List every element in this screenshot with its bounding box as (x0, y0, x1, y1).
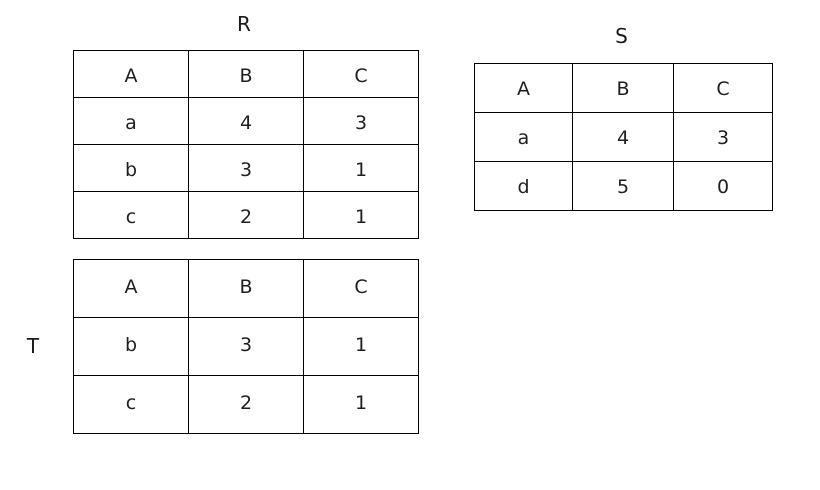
header-label-b: B (616, 78, 630, 100)
data-cell: 4 (188, 97, 304, 145)
data-cell: 1 (303, 317, 419, 376)
data-cell: 2 (188, 191, 304, 239)
header-cell-c: C (303, 50, 419, 98)
data-cell: c (73, 375, 189, 434)
table-row: b 3 1 (73, 144, 419, 192)
cell-value: a (125, 112, 137, 134)
header-cell-a: A (474, 63, 573, 113)
header-label-a: A (124, 276, 138, 298)
header-label-a: A (517, 78, 530, 100)
table-row: c 2 1 (73, 375, 419, 434)
table-row: a 4 3 (474, 112, 773, 162)
cell-value: 1 (354, 206, 368, 228)
header-cell-c: C (303, 259, 419, 318)
data-cell: 5 (572, 161, 674, 211)
table-header-row: A B C (73, 259, 419, 318)
cell-value: c (125, 392, 137, 414)
cell-value: c (125, 206, 137, 228)
data-cell: b (73, 144, 189, 192)
data-cell: b (73, 317, 189, 376)
data-cell: 0 (673, 161, 773, 211)
cell-value: 2 (239, 206, 253, 228)
table-row: d 5 0 (474, 161, 773, 211)
cell-value: b (124, 334, 138, 356)
data-cell: a (474, 112, 573, 162)
header-cell-b: B (188, 259, 304, 318)
cell-value: 3 (239, 334, 253, 356)
cell-value: 4 (239, 112, 253, 134)
cell-value: d (517, 176, 530, 198)
table-caption-s: S (615, 24, 628, 48)
data-cell: 3 (673, 112, 773, 162)
header-cell-a: A (73, 259, 189, 318)
table-row: a 4 3 (73, 97, 419, 145)
data-cell: 1 (303, 375, 419, 434)
data-cell: a (73, 97, 189, 145)
cell-value: 1 (354, 334, 368, 356)
header-label-a: A (124, 65, 138, 87)
data-cell: 2 (188, 375, 304, 434)
cell-value: 3 (239, 159, 253, 181)
cell-value: a (517, 127, 530, 149)
data-cell: 1 (303, 144, 419, 192)
header-label-c: C (354, 276, 368, 298)
data-cell: 4 (572, 112, 674, 162)
cell-value: 4 (616, 127, 630, 149)
data-cell: 3 (188, 144, 304, 192)
header-cell-b: B (572, 63, 674, 113)
data-cell: 3 (303, 97, 419, 145)
cell-value: 3 (716, 127, 730, 149)
header-label-b: B (239, 65, 253, 87)
data-cell: 3 (188, 317, 304, 376)
header-label-b: B (239, 276, 253, 298)
data-cell: 1 (303, 191, 419, 239)
table-row: b 3 1 (73, 317, 419, 376)
table-caption-t: T (26, 334, 40, 358)
table-caption-r: R (237, 12, 251, 36)
cell-value: 1 (354, 392, 368, 414)
cell-value: 5 (616, 176, 630, 198)
cell-value: b (124, 159, 138, 181)
relation-table-t: A B C b 3 1 c 2 1 (73, 259, 419, 434)
cell-value: 2 (239, 392, 253, 414)
table-header-row: A B C (73, 50, 419, 98)
table-row: c 2 1 (73, 191, 419, 239)
header-label-c: C (716, 78, 730, 100)
table-header-row: A B C (474, 63, 773, 113)
relation-table-r: A B C a 4 3 b 3 1 c 2 1 (73, 50, 419, 239)
data-cell: c (73, 191, 189, 239)
header-label-c: C (354, 65, 368, 87)
relation-table-s: A B C a 4 3 d 5 0 (474, 63, 773, 211)
data-cell: d (474, 161, 573, 211)
header-cell-b: B (188, 50, 304, 98)
cell-value: 0 (716, 176, 730, 198)
header-cell-c: C (673, 63, 773, 113)
cell-value: 1 (354, 159, 368, 181)
header-cell-a: A (73, 50, 189, 98)
cell-value: 3 (354, 112, 368, 134)
